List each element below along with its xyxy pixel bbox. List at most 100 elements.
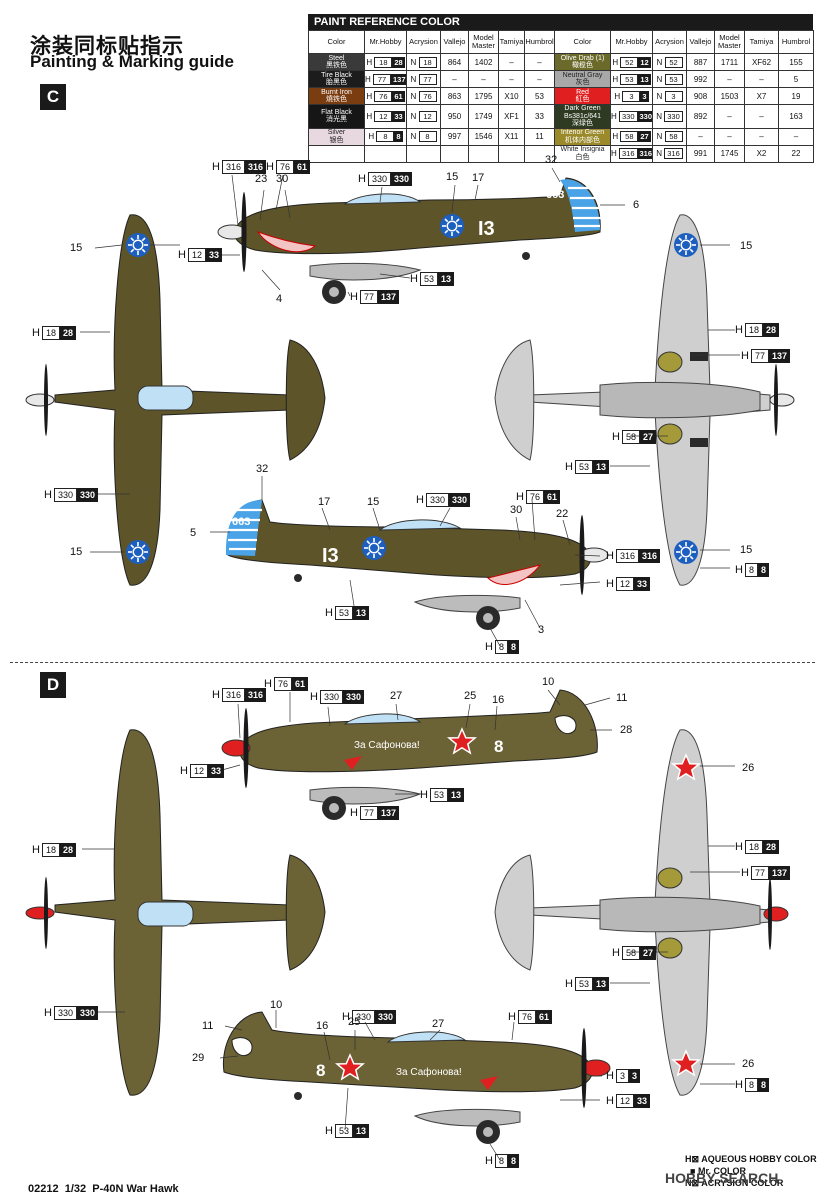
callout-h-prefix: H	[420, 789, 428, 801]
callout-mr-color-code: 3	[628, 1069, 640, 1083]
callout-hobby-code: 330	[53, 488, 77, 502]
d2-code-marking: 8	[316, 1061, 325, 1080]
legend-acrysion-label: ACRYSION COLOR	[701, 1178, 784, 1188]
callout-mr-color-code: 27	[639, 946, 656, 960]
title-english: Painting & Marking guide	[30, 52, 235, 71]
callout-h-prefix: H	[358, 173, 366, 185]
callout-hobby-code: 12	[615, 577, 634, 591]
callout-hobby-code: 12	[187, 248, 206, 262]
callout-h-prefix: H	[342, 1011, 350, 1023]
c2-code-marking: I3	[322, 545, 339, 567]
callout-hobby-code: 330	[319, 690, 343, 704]
part-number-label: 27	[432, 1018, 445, 1030]
callout-hobby-code: 8	[744, 563, 758, 577]
callout-mr-color-code: 8	[757, 1078, 769, 1092]
callout-mr-color-code: 61	[291, 677, 308, 691]
section-d-badge: D	[40, 672, 66, 698]
model-master-cell: 1749	[468, 104, 499, 129]
hobby-code: 330	[619, 110, 638, 122]
part-number-label: 15	[70, 242, 83, 254]
callout-h-prefix: H	[741, 350, 749, 362]
callout-mr-color-code: 13	[592, 977, 609, 991]
color-name-cn: 深绿色	[572, 120, 593, 127]
callout-hobby-code: 3	[615, 1069, 629, 1083]
callout-hobby-code: 76	[273, 677, 292, 691]
part-number-label: 3	[538, 624, 545, 636]
part-number-label: 10	[542, 676, 555, 688]
header-cell: Mr.Hobby	[610, 30, 653, 54]
callout-h-prefix: H	[612, 431, 620, 443]
product-name: P-40N War Hawk	[92, 1183, 179, 1195]
acrysion-cell: N 316	[652, 144, 687, 163]
hobby-code: 316	[619, 148, 638, 159]
vallejo-cell: 950	[440, 104, 469, 129]
acrysion-code: 12	[418, 110, 437, 122]
hobby-code: 77	[373, 73, 391, 85]
acrysion-code: 58	[664, 131, 683, 142]
callout-mr-color-code: 330	[76, 488, 99, 502]
callout-mr-color-code: 13	[447, 788, 464, 802]
mr-color-code: 28	[392, 56, 405, 68]
callout-h-prefix: H	[44, 1007, 52, 1019]
callout-mr-color-code: 330	[76, 1006, 99, 1020]
part-number-label: 15	[70, 546, 83, 558]
callout-mr-color-code: 330	[342, 690, 365, 704]
acrysion-code: 53	[664, 73, 683, 85]
legend-mr-icon: ■	[690, 1166, 696, 1176]
product-scale: 1/32	[64, 1183, 87, 1195]
callout-mr-color-code: 8	[507, 1154, 519, 1168]
c1-tail-number: 663	[546, 189, 564, 201]
paint-table-title: PAINT REFERENCE COLOR	[308, 14, 813, 30]
d-bottom-view	[494, 729, 789, 1096]
part-number-label: 17	[318, 496, 331, 508]
callout-h-prefix: H	[612, 947, 620, 959]
part-number-label: 15	[740, 240, 753, 252]
part-number-label: 11	[616, 692, 628, 704]
c2-tail-number: 663	[232, 516, 250, 528]
part-number-label: 25	[348, 1016, 361, 1028]
callout-mr-color-code: 61	[543, 490, 560, 504]
d1-slogan: За Сафонова!	[354, 739, 420, 751]
color-name-cn: 燒铁色	[326, 96, 347, 103]
part-number-label: 30	[276, 173, 289, 185]
part-number-label: 29	[192, 1052, 205, 1064]
callout-hobby-code: 77	[359, 290, 378, 304]
part-number-label: 32	[545, 154, 558, 166]
callout-hobby-code: 18	[41, 326, 60, 340]
part-number-label: 17	[472, 172, 485, 184]
c-top-view	[25, 214, 326, 586]
mr-color-code: 316	[637, 148, 653, 159]
callout-hobby-code: 53	[574, 460, 593, 474]
callout-hobby-code: 77	[750, 349, 769, 363]
callout-hobby-code: 77	[750, 866, 769, 880]
callout-mr-color-code: 28	[762, 323, 779, 337]
callout-mr-color-code: 33	[633, 1094, 650, 1108]
callout-h-prefix: H	[416, 494, 424, 506]
callout-hobby-code: 316	[221, 160, 245, 174]
callout-hobby-code: 8	[744, 1078, 758, 1092]
callout-h-prefix: H	[606, 550, 614, 562]
callout-h-prefix: H	[606, 578, 614, 590]
